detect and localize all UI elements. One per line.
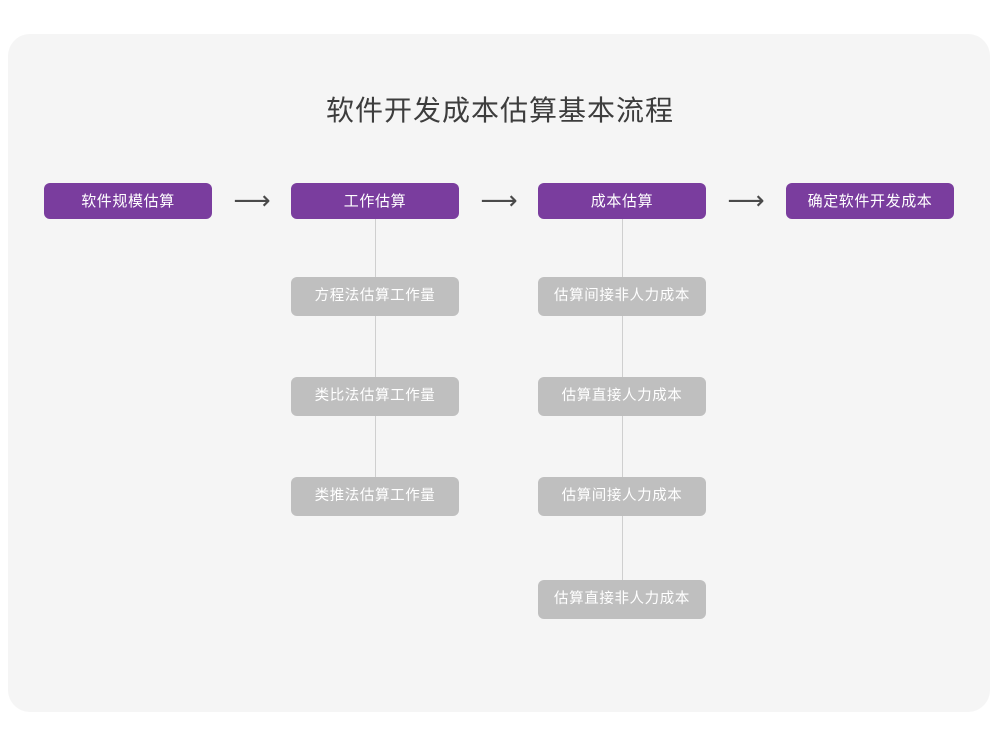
branch-node-inference-method-effort[interactable]: 类推法估算工作量 [291, 477, 459, 516]
flow-arrow-2-icon: ⟶ [480, 185, 518, 215]
branch-node-indirect-nonlabor-cost[interactable]: 估算间接非人力成本 [538, 277, 706, 316]
flow-node-determine-development-cost[interactable]: 确定软件开发成本 [786, 183, 954, 219]
flow-node-effort-estimation[interactable]: 工作估算 [291, 183, 459, 219]
flow-arrow-3-icon: ⟶ [727, 185, 765, 215]
branch-node-indirect-labor-cost[interactable]: 估算间接人力成本 [538, 477, 706, 516]
branch-node-equation-method-effort[interactable]: 方程法估算工作量 [291, 277, 459, 316]
diagram-card-background [8, 34, 990, 712]
flow-node-software-scale-estimation[interactable]: 软件规模估算 [44, 183, 212, 219]
branch-node-direct-labor-cost[interactable]: 估算直接人力成本 [538, 377, 706, 416]
branch-node-direct-nonlabor-cost[interactable]: 估算直接非人力成本 [538, 580, 706, 619]
flow-arrow-1-icon: ⟶ [233, 185, 271, 215]
branch-node-analogy-method-effort[interactable]: 类比法估算工作量 [291, 377, 459, 416]
connector-line-branch-1 [375, 218, 376, 498]
page-title: 软件开发成本估算基本流程 [325, 95, 674, 126]
flow-node-cost-estimation[interactable]: 成本估算 [538, 183, 706, 219]
